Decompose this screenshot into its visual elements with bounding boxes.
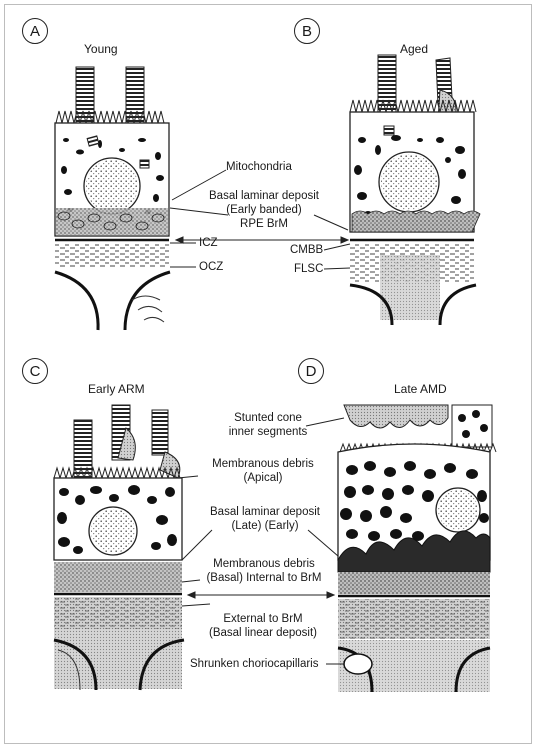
panel-a-letter: A	[22, 18, 48, 44]
label-membranous-basal-2: (Basal) Internal to BrM	[206, 572, 322, 584]
label-bld-early-banded-2: (Early banded)	[226, 204, 302, 216]
label-bld-late-early-2: (Late) (Early)	[231, 520, 299, 532]
panel-b-title: Aged	[400, 42, 429, 56]
panel-d-title: Late AMD	[394, 382, 447, 396]
label-membranous-apical-2: (Apical)	[243, 472, 283, 484]
label-stunted-2: inner segments	[228, 426, 308, 438]
panel-c-cell	[53, 404, 185, 691]
label-external-2: (Basal linear deposit)	[208, 627, 318, 639]
panel-a-title: Young	[84, 42, 118, 56]
label-stunted-1: Stunted cone	[234, 412, 302, 424]
label-membranous-basal-1: Membranous debris	[213, 558, 315, 570]
label-mitochondria: Mitochondria	[226, 161, 292, 173]
label-ocz: OCZ	[199, 261, 224, 273]
panel-b-letter: B	[294, 18, 320, 44]
panel-a-cell	[54, 66, 171, 331]
panel-c-letter: C	[22, 358, 48, 384]
label-membranous-apical-1: Membranous debris	[212, 458, 314, 470]
label-shrunken: Shrunken choriocapillaris	[190, 658, 319, 670]
label-flsc: FLSC	[294, 263, 324, 275]
label-rpe-brm: RPE BrM	[240, 218, 288, 230]
label-bld-early-banded-1: Basal laminar deposit	[209, 190, 319, 202]
panel-c-title: Early ARM	[88, 382, 145, 396]
leader-lines	[169, 169, 351, 665]
label-bld-late-early-1: Basal laminar deposit	[210, 506, 320, 518]
panel-d-letter: D	[298, 358, 324, 384]
panel-b-cell	[349, 54, 481, 326]
label-external-1: External to BrM	[223, 613, 303, 625]
label-icz: ICZ	[199, 237, 218, 249]
panel-d-cell	[337, 404, 497, 693]
label-cmbb: CMBB	[290, 244, 324, 256]
